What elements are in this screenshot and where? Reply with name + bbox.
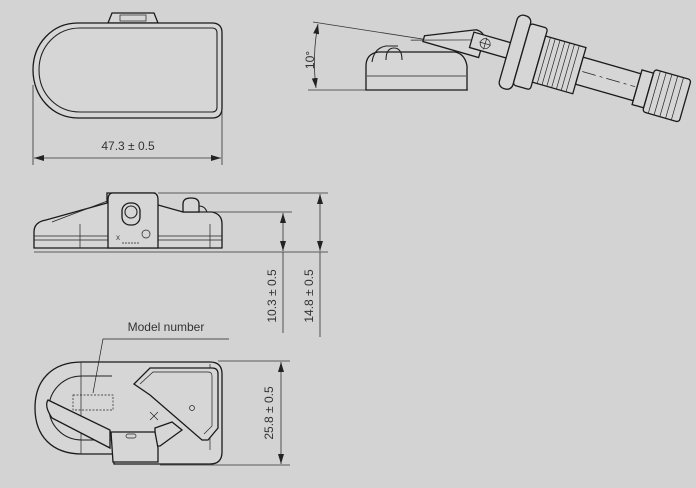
- model-number-callout: Model number: [128, 320, 205, 334]
- top-view: [32, 12, 223, 165]
- depth-dimension-label: 25.8 ± 0.5: [262, 386, 276, 440]
- angle-view: [308, 14, 692, 123]
- angle-dimension-label: 10°: [303, 51, 317, 69]
- height-dimension-label-2: 14.8 ± 0.5: [302, 269, 316, 323]
- bottom-view: [34, 338, 290, 466]
- width-dimension-label: 47.3 ± 0.5: [101, 139, 155, 153]
- side-view: X: [33, 192, 328, 337]
- height-dimension-label-1: 10.3 ± 0.5: [265, 269, 279, 323]
- svg-text:X: X: [116, 236, 120, 242]
